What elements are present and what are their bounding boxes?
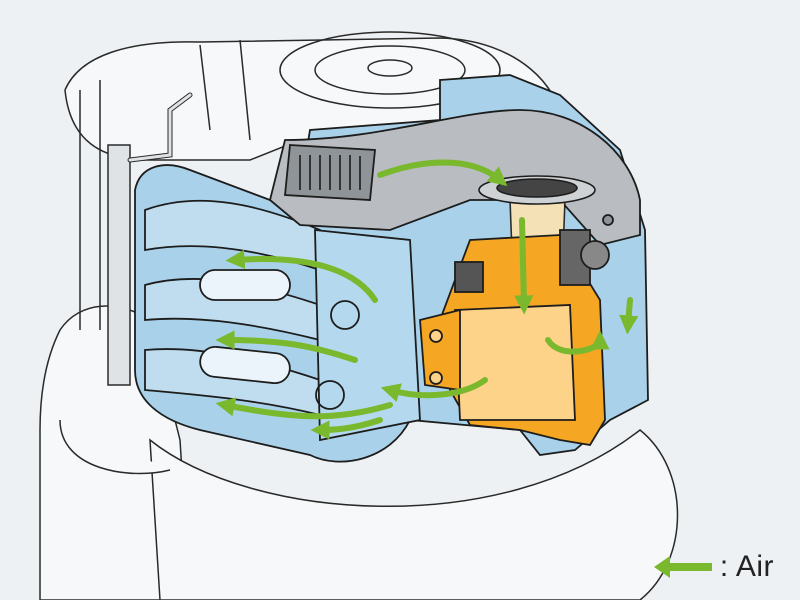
air-arrow-runner-3 — [215, 397, 393, 420]
air-arrow-runner-1 — [225, 249, 378, 303]
throttle-body — [419, 229, 610, 446]
air-arrow-throttle-out — [380, 377, 488, 402]
legend-label: : Air — [719, 550, 774, 583]
air-arrow-down — [514, 217, 534, 315]
air-arrow-filter-right — [545, 330, 610, 355]
air-arrow-runner-2 — [215, 330, 358, 363]
top-cover — [268, 109, 641, 247]
legend: : Air — [653, 550, 774, 584]
air-arrow-plenum-bottom — [310, 417, 383, 440]
fuel-rail — [107, 92, 193, 386]
air-arrow-inlet — [377, 159, 508, 187]
air-flow-arrows — [215, 159, 639, 440]
left-arrow-icon — [653, 556, 712, 578]
air-arrow-side — [619, 297, 639, 335]
